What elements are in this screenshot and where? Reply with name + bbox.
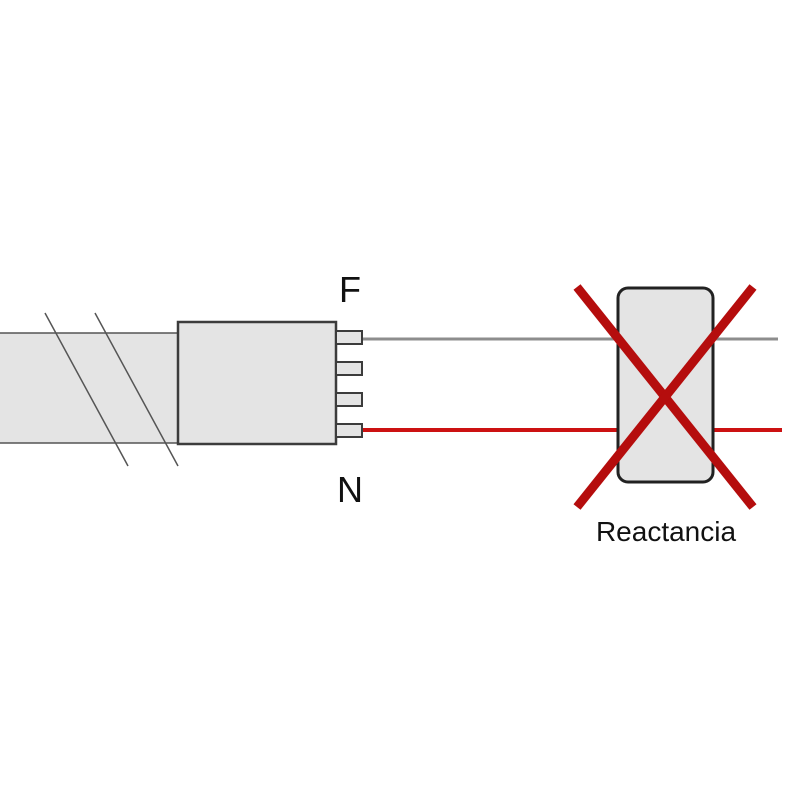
ballast-box — [616, 286, 715, 484]
ballast-label: Reactancia — [596, 516, 737, 547]
phase-label: F — [339, 269, 361, 310]
tube-break-line-1 — [44, 312, 129, 467]
tube-break-line-2 — [94, 312, 179, 467]
tube-end-cap — [176, 320, 338, 446]
connector-pin-2 — [335, 361, 363, 376]
connector-pin-4 — [335, 423, 363, 438]
neutral-label: N — [337, 469, 363, 510]
connector-pin-3 — [335, 392, 363, 407]
connector-pin-1 — [335, 330, 363, 345]
red-cross-icon — [573, 284, 757, 510]
